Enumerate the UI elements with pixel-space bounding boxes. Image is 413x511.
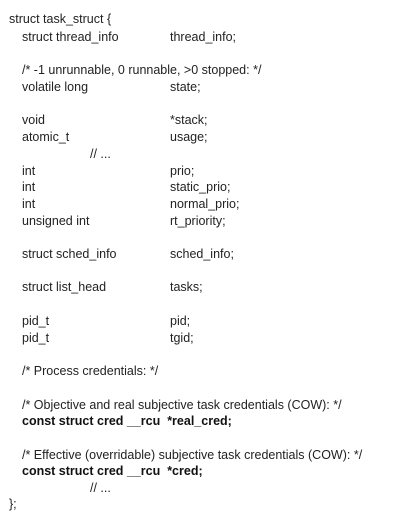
field-name: pid; (170, 314, 191, 328)
field-name: tasks; (170, 280, 203, 294)
field-type: struct sched_info (22, 247, 117, 261)
credential-field: const struct cred __rcu *cred; (22, 464, 203, 478)
struct-declaration: struct task_struct { (9, 12, 112, 26)
field-type: pid_t (22, 314, 50, 328)
field-name: static_prio; (170, 180, 231, 194)
field-type: int (22, 180, 36, 194)
field-type: atomic_t (22, 130, 70, 144)
field-name: normal_prio; (170, 197, 240, 211)
field-name: rt_priority; (170, 214, 226, 228)
credential-field: const struct cred __rcu *real_cred; (22, 414, 232, 428)
code-comment: /* Effective (overridable) subjective ta… (22, 448, 363, 462)
code-comment: /* Objective and real subjective task cr… (22, 398, 342, 412)
field-name: tgid; (170, 331, 194, 345)
field-name: sched_info; (170, 247, 234, 261)
field-name: state; (170, 80, 201, 94)
field-name: prio; (170, 164, 195, 178)
code-comment: /* Process credentials: */ (22, 364, 159, 378)
field-type: pid_t (22, 331, 50, 345)
code-comment: /* -1 unrunnable, 0 runnable, >0 stopped… (22, 63, 262, 77)
field-type: struct list_head (22, 280, 107, 294)
field-type: int (22, 164, 36, 178)
field-name: usage; (170, 130, 208, 144)
field-type: int (22, 197, 36, 211)
field-name: thread_info; (170, 30, 237, 44)
ellipsis-comment: // ... (90, 147, 111, 161)
field-type: unsigned int (22, 214, 90, 228)
ellipsis-comment: // ... (90, 481, 111, 495)
struct-closing: }; (9, 497, 17, 511)
field-type: volatile long (22, 80, 89, 94)
field-type: struct thread_info (22, 30, 119, 44)
field-name: *stack; (170, 113, 208, 127)
field-type: void (22, 113, 45, 127)
